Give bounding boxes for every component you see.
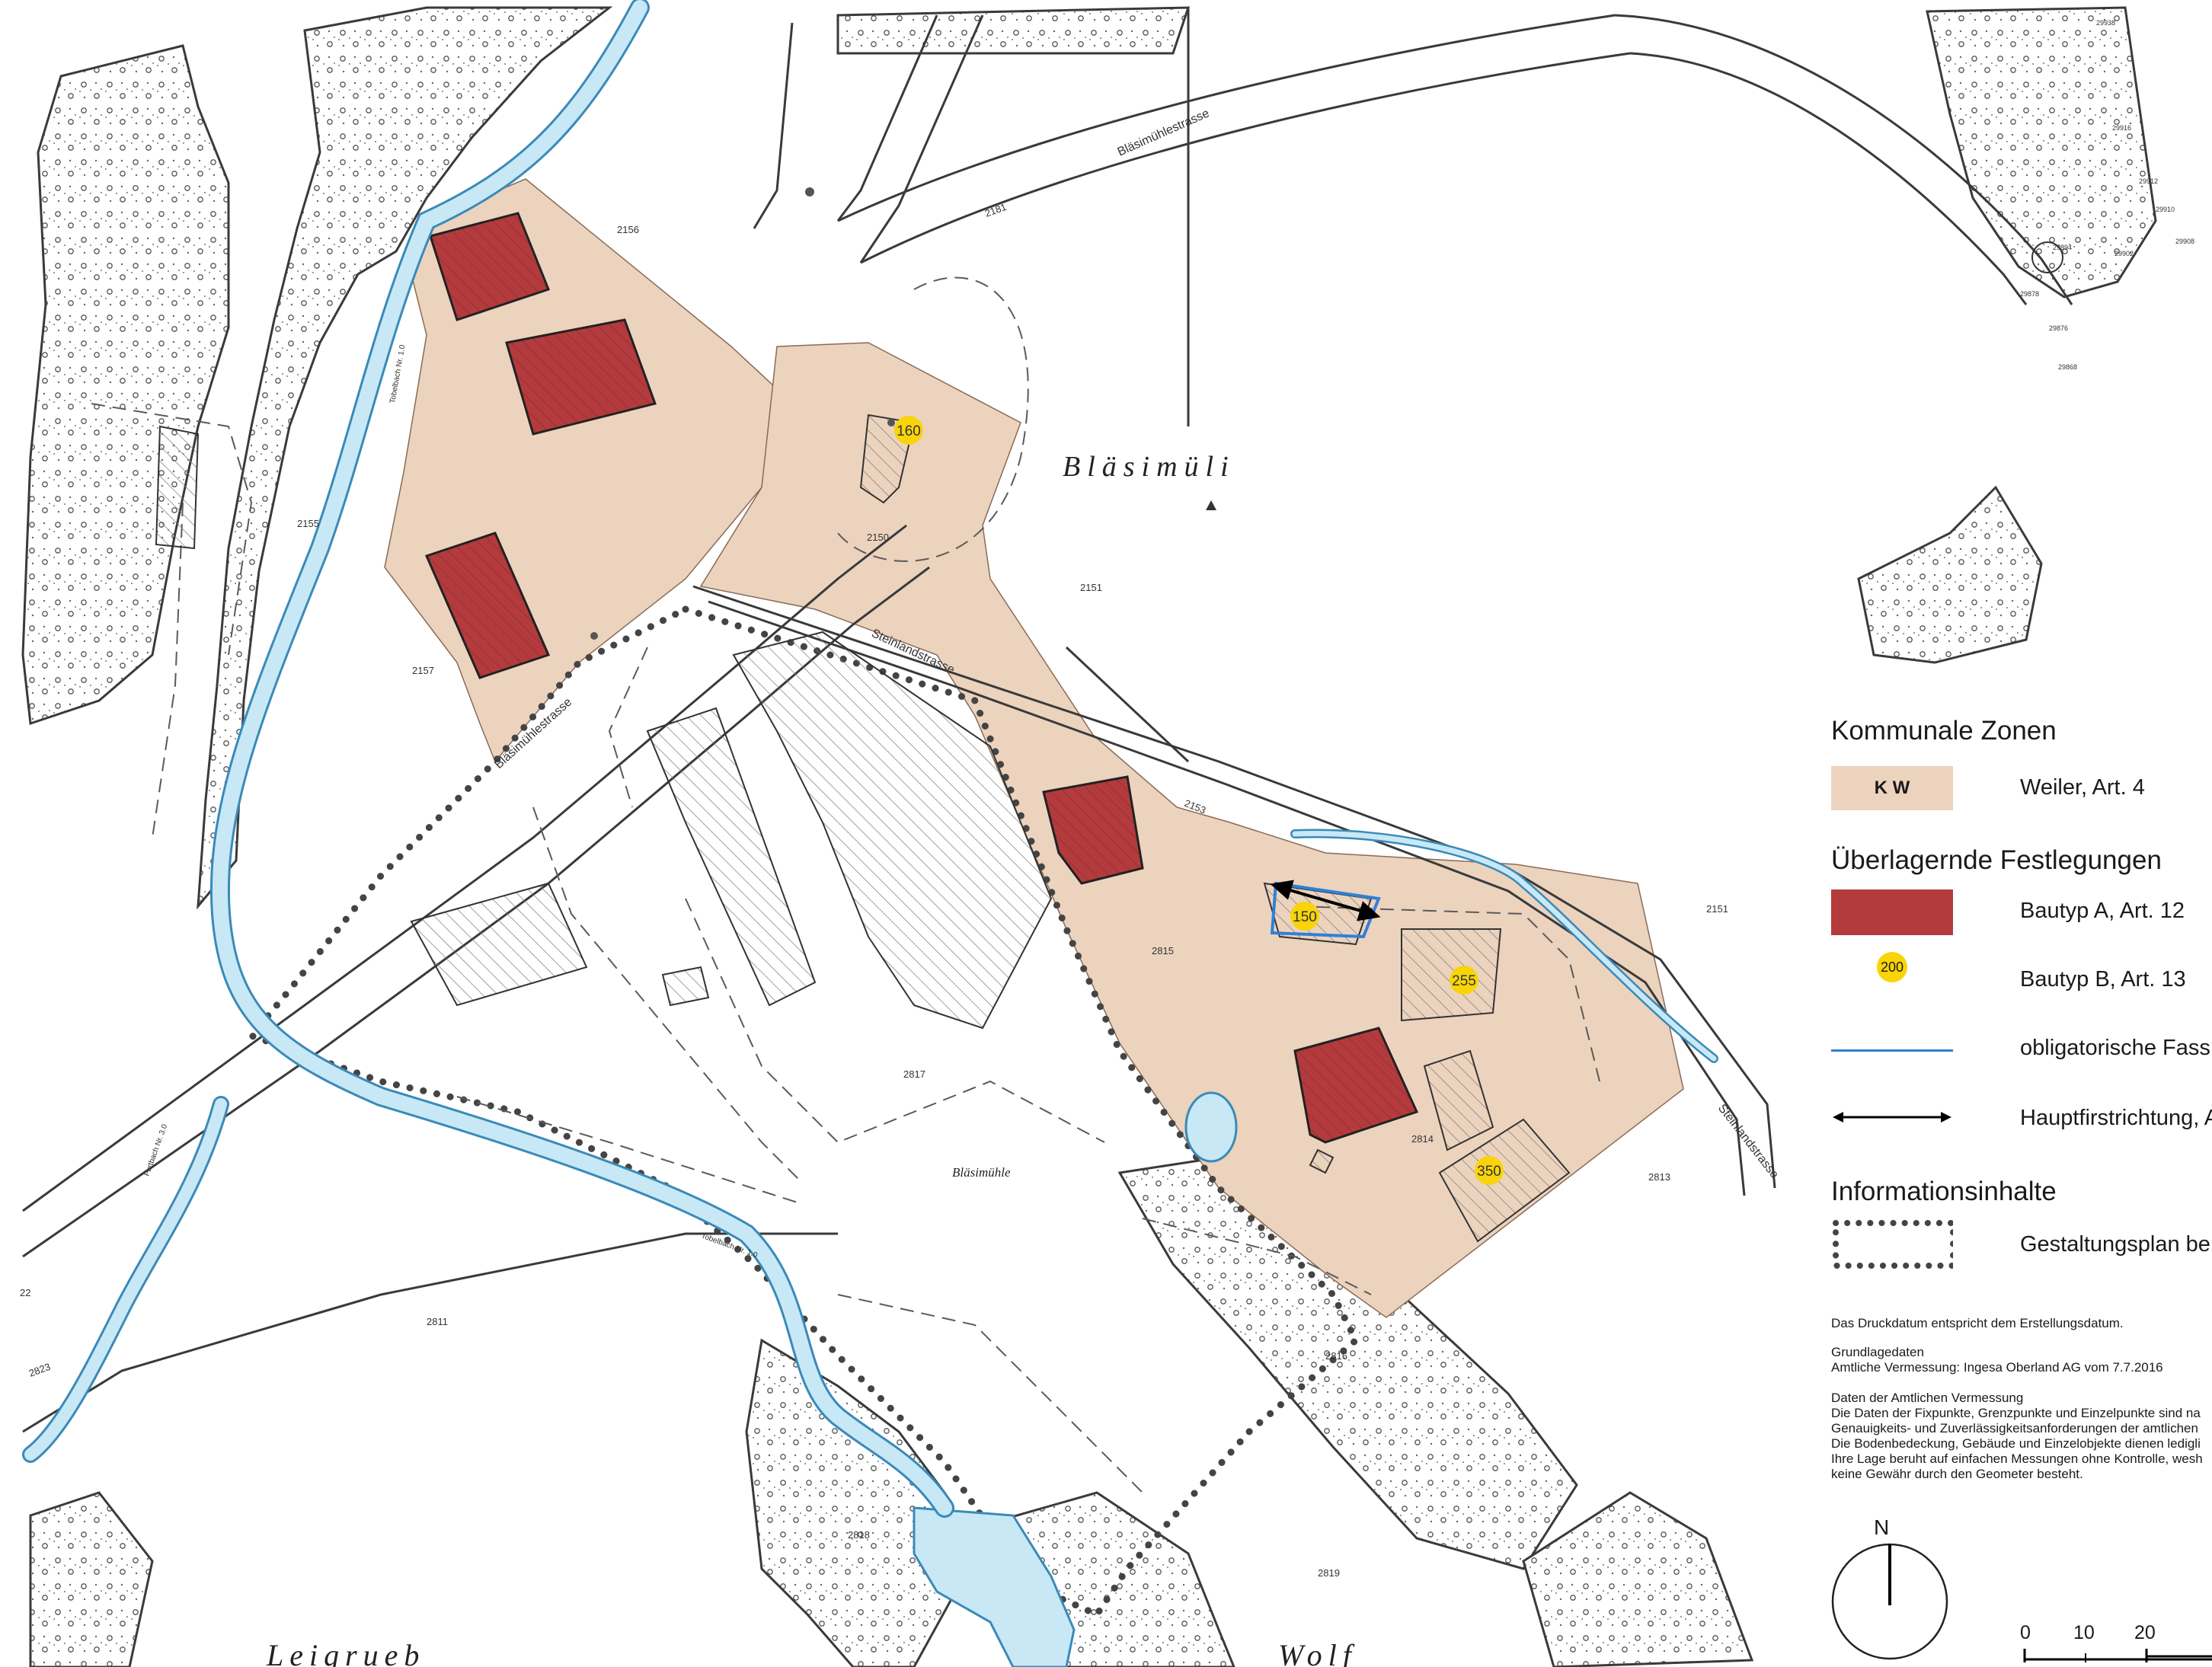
parcel-number: 2818 [848, 1529, 870, 1541]
point-number: 29878 [2020, 290, 2039, 298]
bautyp-b-marker: 160 [894, 416, 923, 445]
legend-fassade-line [1831, 1049, 1953, 1052]
legend-kw-code: K W [1874, 778, 1910, 798]
point-number: 29868 [2058, 363, 2077, 371]
parcel-number: 2819 [1318, 1567, 1340, 1579]
obligatorische-fassade [1270, 881, 1381, 939]
legend-title-ueberlagernde: Überlagernde Festlegungen [1831, 845, 2162, 875]
note-grundlagedaten-title: Grundlagedaten [1831, 1345, 1924, 1359]
point-number: 29876 [2049, 324, 2068, 332]
parcel-number: 2156 [617, 224, 639, 235]
legend-gestaltungsplan-swatch [1833, 1220, 1953, 1269]
bautyp-b-markers: 160 150 255 350 [894, 416, 1504, 1185]
legend-firstrichtung-label: Hauptfirstrichtung, A [2020, 1106, 2212, 1130]
point-number: 29902 [2115, 250, 2134, 257]
note-av-line: Genauigkeits- und Zuverlässigkeitsanford… [1831, 1421, 2198, 1435]
place-wolf: Wolf [1278, 1638, 1357, 1667]
place-names: Bläsimüli Bläsimühle Leigrueb Wolf [266, 451, 1357, 1667]
point-number: 29916 [2112, 124, 2131, 132]
note-druckdatum: Das Druckdatum entspricht dem Erstellung… [1831, 1316, 2124, 1330]
parcel-number: 2151 [1706, 903, 1728, 915]
parcel-number: 2823 [27, 1361, 52, 1379]
parcel-number: 2157 [412, 665, 434, 676]
legend-bautyp-a-label: Bautyp A, Art. 12 [2020, 899, 2185, 923]
legend-bautyp-a-swatch [1831, 889, 1953, 935]
parcel-number: 22 [20, 1287, 30, 1298]
parcel-number: 2155 [297, 518, 319, 529]
legend-firstrichtung-arrow [1833, 1112, 1951, 1123]
note-av-line: Die Daten der Fixpunkte, Grenzpunkte und… [1831, 1406, 2201, 1420]
legend-title-kommunale-zonen: Kommunale Zonen [1831, 716, 2057, 746]
legend-fassade-label: obligatorische Fass [2020, 1036, 2210, 1060]
legend: Kommunale Zonen K W Weiler, Art. 4 Überl… [1831, 716, 2212, 1667]
hauptfirstrichtung-arrow [1270, 880, 1381, 921]
north-label: N [1874, 1515, 1890, 1539]
scale-label-10: 10 [2073, 1622, 2095, 1643]
note-av-line: Die Bodenbedeckung, Gebäude und Einzelob… [1831, 1436, 2201, 1451]
legend-gestaltungsplan-label: Gestaltungsplan be [2020, 1232, 2210, 1257]
legend-bautyp-b-sample: 200 [1880, 959, 1904, 975]
place-blaesimuehle: Bläsimühle [952, 1165, 1011, 1180]
svg-text:160: 160 [897, 423, 921, 439]
scale-label-0: 0 [2020, 1622, 2031, 1643]
water-bodies [913, 1091, 1238, 1667]
legend-bautyp-b-swatch: 200 [1877, 952, 1907, 982]
point-numbers: 29938 29916 29912 29910 29908 29902 2989… [2020, 19, 2194, 371]
gestaltungsplan-boundary [245, 605, 1360, 1619]
roads [22, 8, 2073, 1433]
scale-bar [2023, 1649, 2212, 1662]
place-leigrueb: Leigrueb [266, 1638, 425, 1667]
point-number: 29908 [2175, 238, 2194, 245]
note-av-line: Ihre Lage beruht auf einfachen Messungen… [1831, 1451, 2203, 1466]
parcel-number: 2814 [1411, 1133, 1434, 1145]
scale-label-20: 20 [2134, 1622, 2156, 1643]
stream-furtbach: Furtbach Nr. 3.0 [142, 1123, 169, 1177]
parcel-number: 2815 [1152, 945, 1174, 956]
svg-text:150: 150 [1293, 909, 1317, 925]
existing-buildings [155, 414, 1571, 1243]
bautyp-b-marker: 255 [1450, 966, 1478, 995]
bautyp-b-marker: 150 [1290, 902, 1319, 931]
point-number: 29938 [2096, 19, 2115, 27]
legend-title-informationsinhalte: Informationsinhalte [1831, 1177, 2057, 1206]
svg-text:255: 255 [1452, 973, 1476, 989]
point-number: 29894 [2053, 244, 2072, 251]
bautyp-b-marker: 350 [1475, 1156, 1504, 1185]
legend-kw-label: Weiler, Art. 4 [2020, 775, 2145, 800]
point-number: 29910 [2156, 206, 2175, 213]
parcel-number: 2181 [983, 201, 1008, 219]
parcel-number: 2813 [1648, 1171, 1670, 1183]
parcel-number: 2150 [867, 532, 889, 543]
place-blaesimueli: Bläsimüli [1063, 451, 1235, 483]
note-av-title: Daten der Amtlichen Vermessung [1831, 1391, 2024, 1405]
parcel-number: 2816 [1325, 1350, 1347, 1362]
svg-text:350: 350 [1477, 1164, 1501, 1180]
parcel-number: 2817 [903, 1068, 925, 1080]
stream-tobelbach-1: Tobelbach Nr. 1.0 [388, 344, 407, 404]
parcel-number: 2811 [427, 1316, 448, 1327]
north-arrow-icon [1831, 1543, 1948, 1660]
legend-kw-swatch: K W [1831, 766, 1953, 810]
point-number: 29912 [2139, 177, 2158, 185]
survey-marks [590, 187, 2063, 640]
parcel-boundaries [91, 276, 1600, 1493]
parcel-number: 2151 [1080, 582, 1102, 593]
forest-areas [21, 6, 2157, 1667]
bautyp-a-buildings [424, 212, 1419, 1144]
legend-bautyp-b-label: Bautyp B, Art. 13 [2020, 967, 2186, 992]
streams [22, 0, 1718, 1518]
note-grundlagedaten-line: Amtliche Vermessung: Ingesa Oberland AG … [1831, 1360, 2163, 1375]
note-av-line: keine Gewähr durch den Geometer besteht. [1831, 1467, 2083, 1481]
